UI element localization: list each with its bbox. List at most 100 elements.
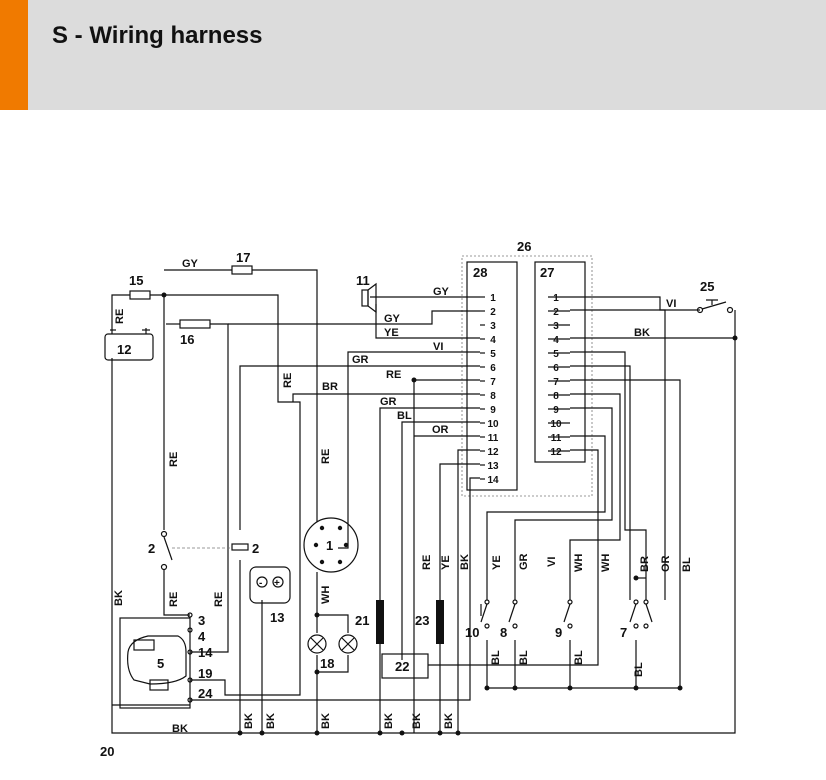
wire-27-12 bbox=[428, 449, 599, 666]
wire-ye-horn bbox=[375, 304, 480, 339]
connector-28-pin-7: 7 bbox=[490, 377, 496, 388]
wire-re-left bbox=[150, 294, 165, 530]
connector-28-pin-4: 4 bbox=[490, 335, 496, 346]
label-25: 25 bbox=[700, 279, 714, 294]
wire-label-re-batt: RE bbox=[114, 309, 126, 324]
wire-label-gy-top: GY bbox=[182, 258, 199, 270]
wire-re-mid bbox=[164, 294, 301, 696]
wire-label-bk-left: BK bbox=[113, 590, 125, 606]
wire-27-5 bbox=[570, 351, 647, 600]
wire-27-9 bbox=[514, 407, 613, 600]
wire-label-re-left: RE bbox=[168, 452, 180, 467]
splice-dots bbox=[161, 292, 738, 736]
label-13: 13 bbox=[270, 610, 284, 625]
label-10: 10 bbox=[465, 625, 479, 640]
label-8: 8 bbox=[500, 625, 507, 640]
wire-wh-lamp bbox=[316, 572, 349, 633]
label-1: 1 bbox=[326, 538, 333, 553]
wire-label-wh-sw2: WH bbox=[600, 554, 612, 572]
connector-28-pin-10: 10 bbox=[487, 419, 499, 430]
wire-label-gy-2: GY bbox=[384, 313, 401, 325]
suppressor-23 bbox=[436, 600, 444, 644]
label-21: 21 bbox=[355, 613, 369, 628]
wire-re-sw2-5 bbox=[163, 570, 190, 616]
wire-label-gr-sw: GR bbox=[518, 553, 530, 570]
connector-28-pin-13: 13 bbox=[487, 461, 499, 472]
battery-12 bbox=[104, 329, 154, 361]
wire-label-ye-sw: YE bbox=[491, 555, 503, 570]
wire-gr-5 bbox=[338, 351, 480, 549]
connector-27 bbox=[534, 261, 586, 463]
wire-lamp-return bbox=[316, 655, 349, 673]
wire-re-c1 bbox=[252, 269, 318, 522]
connector-28-pin-1: 1 bbox=[490, 293, 496, 304]
label-11: 11 bbox=[356, 273, 370, 288]
connector-28-pin-9: 9 bbox=[490, 405, 496, 416]
wire-label-re-mid: RE bbox=[282, 373, 294, 388]
wire-27-8 bbox=[569, 393, 621, 600]
wire-label-re-7: RE bbox=[386, 369, 401, 381]
suppressor-21 bbox=[376, 600, 384, 644]
header-accent-bar bbox=[0, 0, 28, 110]
wire-label-vi-5: VI bbox=[433, 341, 443, 353]
connector-28 bbox=[466, 261, 518, 491]
seat-switch-2 bbox=[160, 530, 249, 571]
page-title: S - Wiring harness bbox=[52, 22, 263, 49]
wire-27-2 bbox=[570, 309, 666, 600]
wire-label-re-c1: RE bbox=[320, 449, 332, 464]
wire-label-or-11: OR bbox=[432, 424, 449, 436]
switch-7 bbox=[629, 577, 653, 629]
wire-label-bl-b9: BL bbox=[573, 650, 585, 665]
wire-label-wh-sw: WH bbox=[573, 554, 585, 572]
wire-27-11 bbox=[486, 435, 606, 600]
wire-gy-2 bbox=[228, 310, 480, 325]
label-27: 27 bbox=[540, 265, 554, 280]
label-2a: 2 bbox=[148, 541, 155, 556]
label-20: 20 bbox=[100, 744, 114, 759]
wire-br-8 bbox=[292, 393, 480, 402]
wire-label-gr-6: GR bbox=[352, 354, 369, 366]
wire-label-bk-b2: BK bbox=[265, 713, 277, 729]
engine-terminals bbox=[187, 612, 193, 703]
engine-pin-24: 24 bbox=[198, 686, 213, 701]
header-band bbox=[0, 0, 826, 110]
engine-pin-4: 4 bbox=[198, 629, 206, 644]
wire-6 bbox=[239, 365, 480, 530]
wire-label-gy-1: GY bbox=[433, 286, 450, 298]
engine-pin-19: 19 bbox=[198, 666, 212, 681]
connector-28-pin-11: 11 bbox=[488, 433, 499, 444]
label-12: 12 bbox=[117, 342, 131, 357]
connector-27-pin-12: 12 bbox=[550, 447, 562, 458]
connector-27-pin-1: 1 bbox=[553, 293, 559, 304]
wire-label-bl-10: BL bbox=[397, 410, 412, 422]
label-22: 22 bbox=[395, 659, 409, 674]
switch-25 bbox=[696, 299, 734, 314]
wire-label-bk-b5: BK bbox=[411, 713, 423, 729]
svg-text:-: - bbox=[259, 578, 262, 589]
wire-label-bk-b4: BK bbox=[383, 713, 395, 729]
connector-27-pin-6: 6 bbox=[553, 363, 559, 374]
connector-28-pin-3: 3 bbox=[490, 321, 496, 332]
fuse-15 bbox=[129, 290, 151, 300]
connector-28-pin-8: 8 bbox=[490, 391, 496, 402]
wire-label-br-sw: BR bbox=[639, 556, 651, 572]
label-2b: 2 bbox=[252, 541, 259, 556]
wire-bl-10 bbox=[401, 421, 480, 660]
connector-27-pin-8: 8 bbox=[553, 391, 559, 402]
wire-label-bk-v: BK bbox=[459, 554, 471, 570]
connector-28-pin-14: 14 bbox=[487, 475, 499, 486]
connector-28-pin-6: 6 bbox=[490, 363, 496, 374]
wire-label-re-left2: RE bbox=[168, 592, 180, 607]
wire-label-wh-lamp: WH bbox=[320, 586, 332, 604]
wire-battery-re bbox=[111, 294, 130, 334]
wire-re-16 bbox=[190, 323, 229, 653]
wire-13 bbox=[439, 463, 480, 733]
wire-label-re-mid2: RE bbox=[213, 592, 225, 607]
module-22 bbox=[381, 653, 429, 679]
connector-28-pin-2: 2 bbox=[490, 307, 496, 318]
wire-27-7 bbox=[570, 379, 681, 688]
wire-12 bbox=[457, 449, 480, 733]
